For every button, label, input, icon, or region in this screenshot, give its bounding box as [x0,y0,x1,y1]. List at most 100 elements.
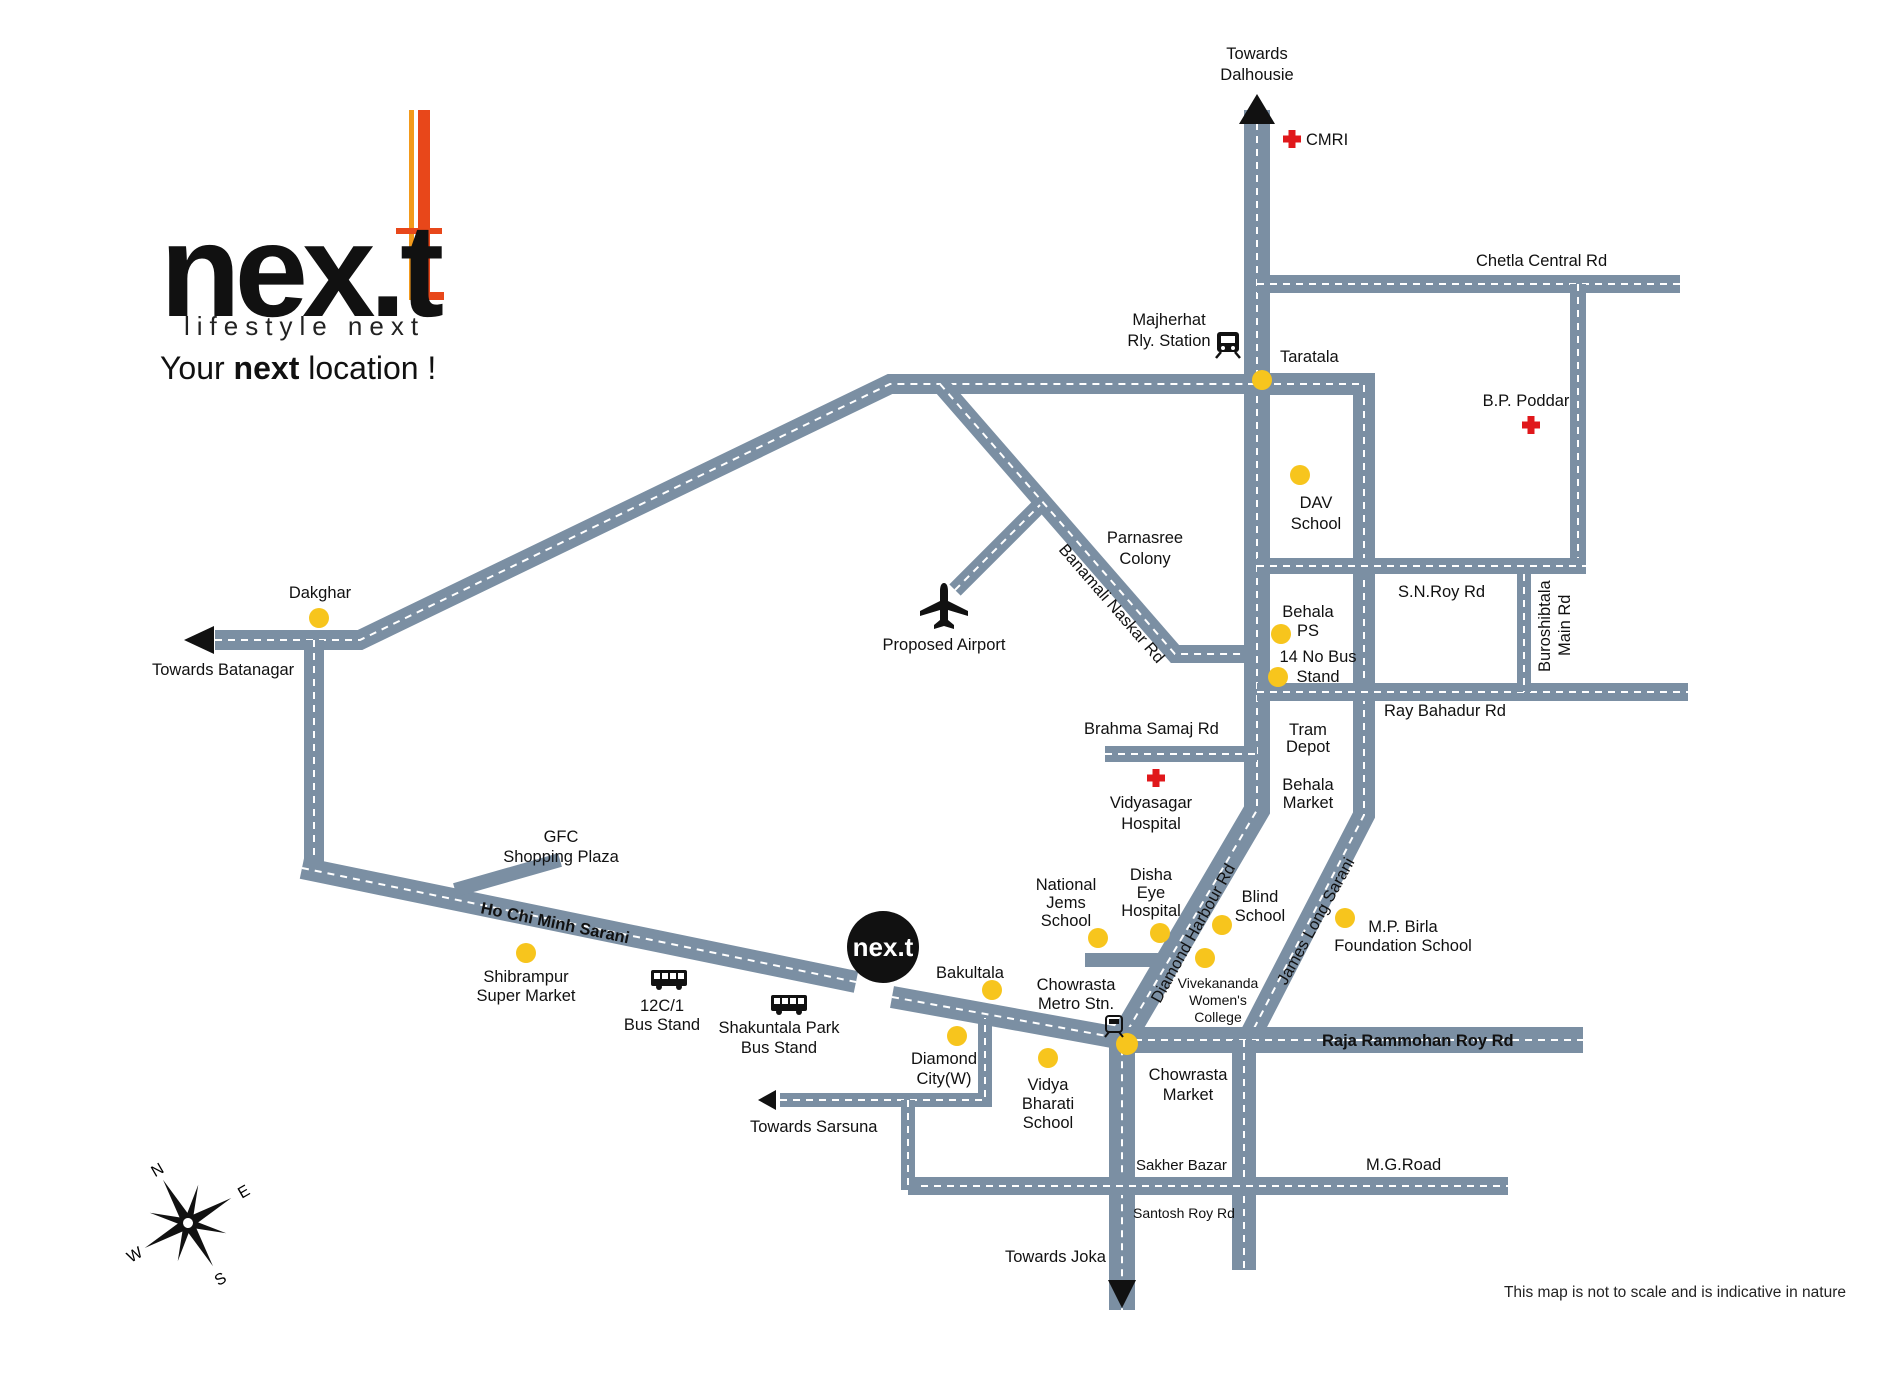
vidyasagar-hospital-icon [1147,769,1165,787]
label-mg-road: M.G.Road [1366,1156,1441,1174]
label-proposed-airport: Proposed Airport [883,636,1006,654]
label-vidyasagar-2: Hospital [1121,815,1181,833]
label-chowrasta-metro-2: Metro Stn. [1038,995,1114,1013]
tagline-bold: next [233,350,300,386]
label-diamond-city-2: City(W) [917,1070,972,1088]
arrow-left-icon [184,626,214,654]
label-raja-rammohan-roy-rd: Raja Rammohan Roy Rd [1322,1032,1514,1050]
brand-logo: nex.t lifestyle next [160,195,460,415]
label-buroshibtala-2: Main Rd [1556,595,1574,656]
label-bus12-2: Bus Stand [624,1016,700,1034]
label-bp-poddar: B.P. Poddar [1483,392,1570,410]
label-national-3: School [1041,912,1091,930]
label-behala-ps-1: Behala [1282,603,1334,621]
label-brahma-samaj-rd: Brahma Samaj Rd [1084,720,1219,738]
label-majherhat-2: Rly. Station [1127,332,1210,350]
label-behala-market-2: Market [1283,794,1334,812]
label-shibrampur-2: Super Market [476,987,575,1005]
arrow-left-small-icon [758,1090,776,1110]
label-cmri: CMRI [1306,131,1348,149]
compass-s: S [212,1270,230,1290]
label-disha-3: Hospital [1121,902,1181,920]
label-majherhat-1: Majherhat [1132,311,1206,329]
landmark-dots [309,370,1355,1068]
behala-ps-dot [1271,624,1291,644]
brand-logo-mark [396,110,444,300]
label-shakuntala-1: Shakuntala Park [718,1019,840,1037]
label-taratala: Taratala [1280,348,1340,366]
label-national-2: Jems [1046,894,1085,912]
label-dav-1: DAV [1300,494,1333,512]
brand-word: nex.t [160,205,444,337]
bus-stand-14-dot [1268,667,1288,687]
compass-n: N [148,1160,167,1181]
bus-12c1-icon [651,970,687,990]
label-mp-birla-2: Foundation School [1334,937,1472,955]
label-vidya-2: Bharati [1022,1095,1074,1113]
bus-shakuntala-icon [771,995,807,1015]
label-towards-dalhousie-2: Dalhousie [1220,66,1293,84]
label-shakuntala-2: Bus Stand [741,1039,817,1057]
tagline: Your next location ! [160,350,436,387]
compass-e: E [235,1182,253,1202]
metro-icon [1104,1015,1124,1038]
train-icon [1215,332,1241,359]
chowrasta-dot [1116,1033,1138,1055]
label-vivek-1: Vivekananda [1178,975,1259,991]
road-banamali-naskar [933,378,1248,663]
label-chowrasta-market-2: Market [1163,1086,1214,1104]
label-tram-1: Tram [1289,721,1327,739]
vidya-bharati-dot [1038,1048,1058,1068]
label-tram-2: Depot [1286,738,1330,756]
disclaimer: This map is not to scale and is indicati… [1503,1284,1846,1301]
tagline-pre: Your [160,350,234,386]
dav-school-dot [1290,465,1310,485]
label-behala-market-1: Behala [1282,776,1334,794]
label-diamond-city-1: Diamond [911,1050,977,1068]
bp-poddar-hospital-icon [1522,416,1540,434]
airplane-icon [920,583,968,629]
road-airport-spur [949,499,1046,596]
road-bakultala [890,986,1120,1049]
site-badge-text: nex.t [853,932,914,962]
disha-eye-dot [1150,923,1170,943]
cmri-hospital-icon [1283,130,1301,148]
label-disha-2: Eye [1137,884,1165,902]
label-vidya-3: School [1023,1114,1073,1132]
label-chowrasta-market-1: Chowrasta [1149,1066,1229,1084]
label-national-1: National [1036,876,1097,894]
label-ray-bahadur-rd: Ray Bahadur Rd [1384,702,1506,720]
label-dakghar: Dakghar [289,584,352,602]
road-gfc-spur [453,853,562,897]
road-taratala-east [1238,373,1375,1046]
label-sakher-bazar: Sakher Bazar [1136,1157,1227,1174]
vivekananda-dot [1195,948,1215,968]
shibrampur-dot [516,943,536,963]
diamond-city-dot [947,1026,967,1046]
site-location-badge: nex.t [847,911,919,983]
label-mp-birla-1: M.P. Birla [1368,918,1438,936]
arrow-down-icon [1108,1280,1136,1308]
label-bus14-2: Stand [1296,668,1339,686]
brand-sub: lifestyle next [184,311,426,341]
national-jems-dot [1088,928,1108,948]
label-blind-2: School [1235,907,1285,925]
label-vidya-1: Vidya [1028,1076,1070,1094]
tagline-post: location ! [299,350,437,386]
label-behala-ps-2: PS [1297,622,1319,640]
road-diamond-harbour [1109,110,1270,1310]
mp-birla-dot [1335,908,1355,928]
label-towards-joka: Towards Joka [1005,1248,1107,1266]
road-network [215,110,1688,1310]
label-vidyasagar-1: Vidyasagar [1110,794,1193,812]
label-bus12-1: 12C/1 [640,997,684,1015]
bakultala-dot [982,980,1002,1000]
label-buroshibtala-1: Buroshibtala [1536,579,1554,672]
compass-w: W [124,1244,146,1267]
label-towards-batanagar: Towards Batanagar [152,661,295,679]
label-gfc-2: Shopping Plaza [503,848,619,866]
label-vivek-3: College [1194,1009,1242,1025]
arrow-up-icon [1239,94,1275,124]
label-parnasree-2: Colony [1119,550,1171,568]
